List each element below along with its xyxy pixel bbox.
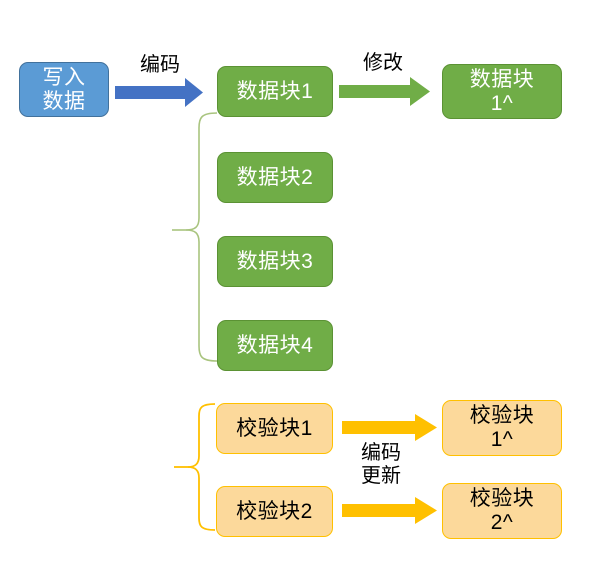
node-data-block-2[interactable]: 数据块2: [217, 152, 333, 203]
node-parity-block-1-new[interactable]: 校验块 1^: [442, 400, 562, 456]
label-encode: 编码: [140, 54, 180, 76]
arrow-encode-update-2: [342, 497, 437, 524]
arrow-encode-update-1: [342, 414, 437, 441]
label-encode-update: 编码 更新: [361, 442, 401, 487]
node-parity-block-2[interactable]: 校验块2: [216, 486, 333, 537]
node-data-block-1-new[interactable]: 数据块 1^: [442, 64, 562, 119]
label-modify: 修改: [363, 52, 403, 74]
node-data-block-3[interactable]: 数据块3: [217, 236, 333, 287]
node-parity-block-2-new[interactable]: 校验块 2^: [442, 483, 562, 539]
green-brace: [172, 112, 218, 362]
amber-brace: [174, 403, 216, 531]
arrow-modify-green: [339, 77, 430, 106]
arrow-encode-blue: [115, 78, 203, 107]
node-parity-block-1[interactable]: 校验块1: [216, 403, 333, 454]
node-data-block-1[interactable]: 数据块1: [217, 66, 333, 117]
node-data-block-4[interactable]: 数据块4: [217, 320, 333, 371]
node-write-data[interactable]: 写入 数据: [19, 62, 109, 117]
